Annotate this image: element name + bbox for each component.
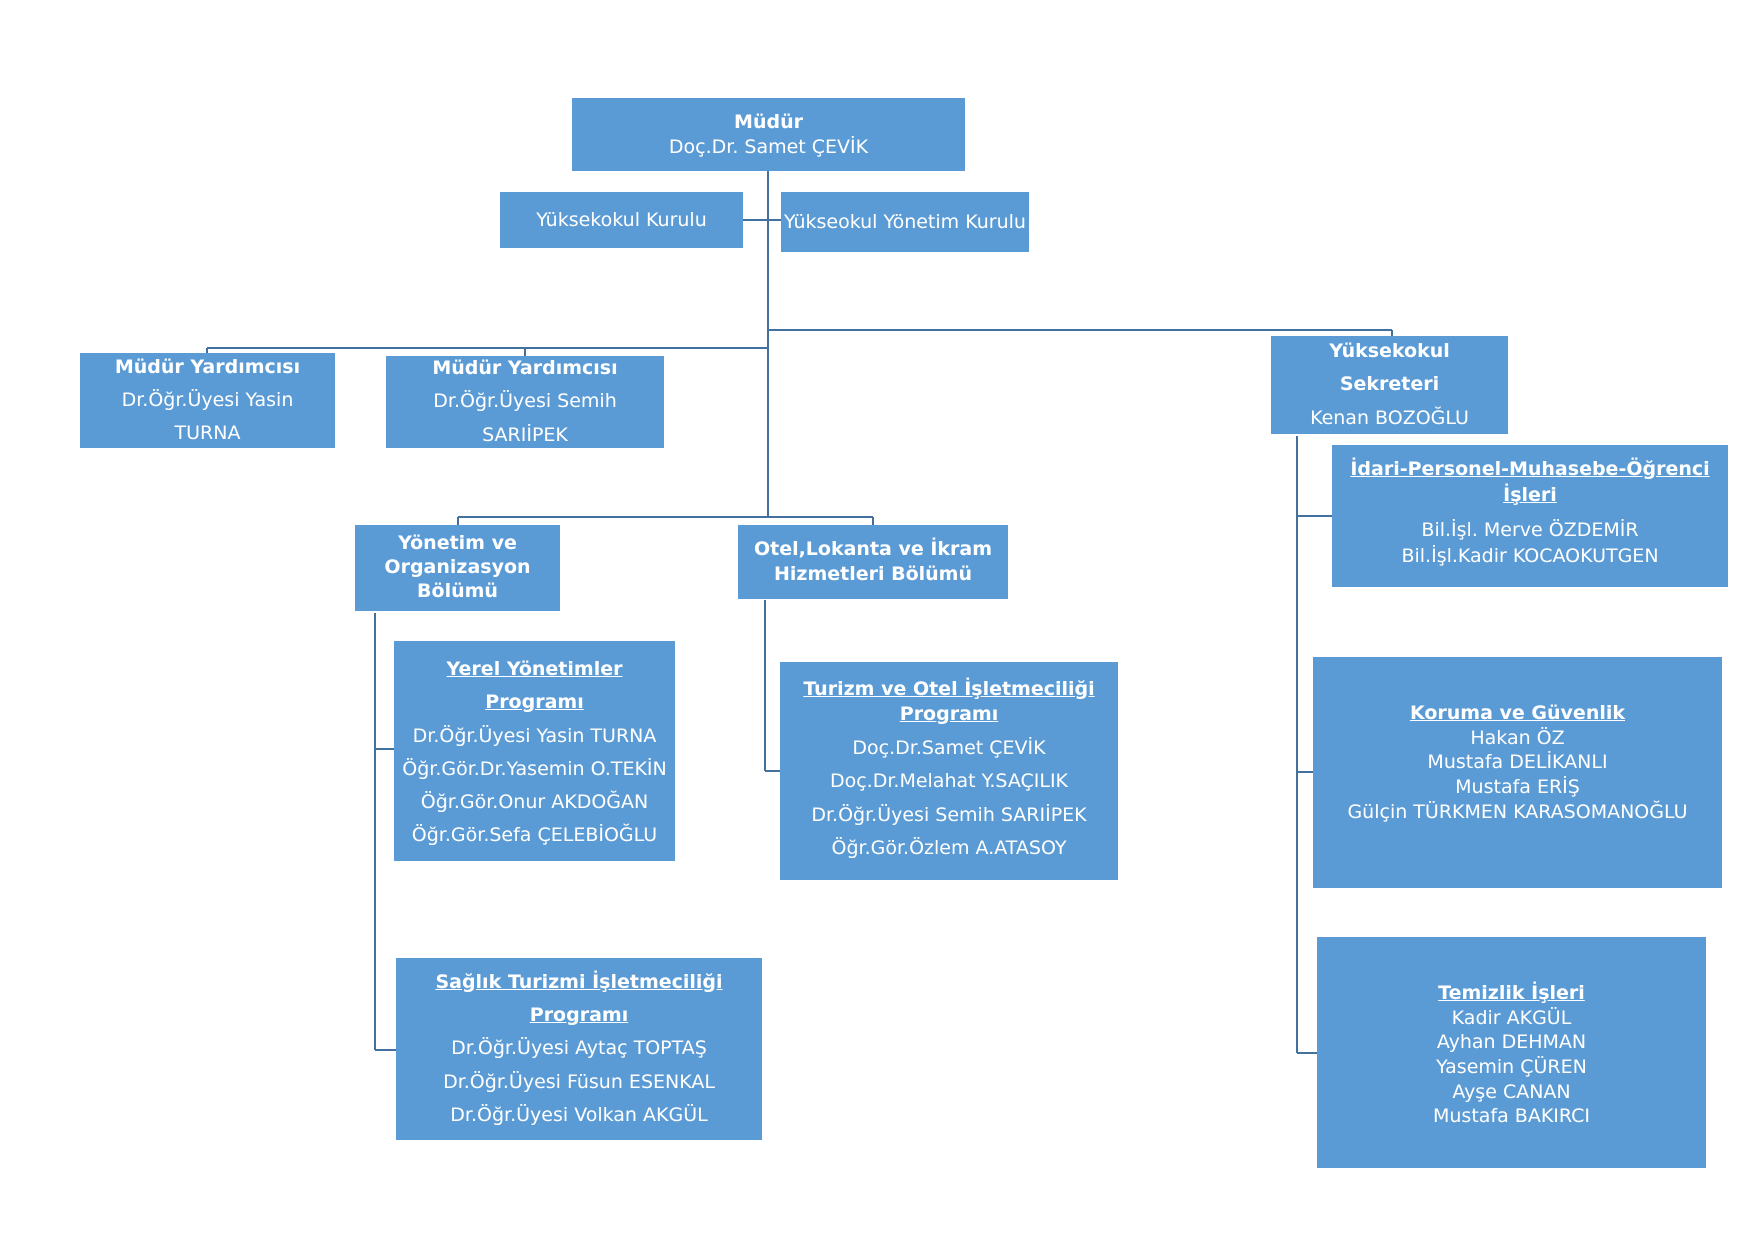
- program-yerel-member: Dr.Öğr.Üyesi Yasin TURNA: [412, 724, 657, 747]
- temizlik-title: Temizlik İşleri: [1438, 982, 1585, 1004]
- program-turizm-member: Dr.Öğr.Üyesi Semih SARIİPEK: [811, 803, 1087, 826]
- temizlik-member: Ayşe CANAN: [1452, 1080, 1571, 1103]
- temizlik-isleri-box: Temizlik İşleri Kadir AKGÜL Ayhan DEHMAN…: [1317, 937, 1706, 1168]
- mudur-yardimcisi-1-name: Dr.Öğr.Üyesi Yasin TURNA: [121, 388, 294, 445]
- idari-member: Bil.İşl.Kadir KOCAOKUTGEN: [1401, 544, 1659, 567]
- program-yerel-title: Yerel Yönetimler Programı: [446, 658, 623, 714]
- temizlik-member: Mustafa BAKIRCI: [1432, 1105, 1591, 1128]
- sekreter-box: Yüksekokul Sekreteri Kenan BOZOĞLU: [1271, 336, 1508, 434]
- program-yerel-yonetimler-box: Yerel Yönetimler Programı Dr.Öğr.Üyesi Y…: [394, 641, 675, 861]
- mudur-title: Müdür: [734, 110, 803, 133]
- mudur-yardimcisi-2-title: Müdür Yardımcısı: [432, 357, 618, 380]
- mudur-yardimcisi-2-box: Müdür Yardımcısı Dr.Öğr.Üyesi Semih SARI…: [386, 356, 664, 448]
- program-turizm-title-line1: Turizm ve Otel İşletmeciliği: [803, 677, 1095, 700]
- program-turizm-member: Doç.Dr.Melahat Y.SAÇILIK: [829, 770, 1069, 793]
- program-saglik-member: Dr.Öğr.Üyesi Volkan AKGÜL: [450, 1103, 708, 1126]
- program-yerel-member: Öğr.Gör.Onur AKDOĞAN: [420, 791, 649, 813]
- idari-title: İdari-Personel-Muhasebe-Öğrenci İşleri: [1350, 458, 1710, 506]
- koruma-title: Koruma ve Güvenlik: [1409, 702, 1626, 724]
- bolum-yonetim-organizasyon-box: Yönetim ve Organizasyon Bölümü: [355, 525, 560, 611]
- bolum-yo-line2: Organizasyon: [384, 556, 531, 579]
- program-turizm-title-line2: Programı: [899, 702, 999, 725]
- koruma-member: Mustafa ERİŞ: [1455, 776, 1580, 799]
- mudur-yardimcisi-1-title: Müdür Yardımcısı: [114, 355, 301, 378]
- bolum-otel-line2: Hizmetleri Bölümü: [773, 563, 973, 585]
- yuksekokul-kurulu-box: Yüksekokul Kurulu: [500, 192, 743, 248]
- koruma-member: Gülçin TÜRKMEN KARASOMANOĞLU: [1347, 800, 1688, 823]
- program-turizm-otel-box: Turizm ve Otel İşletmeciliği Programı Do…: [780, 662, 1118, 880]
- koruma-guvenlik-box: Koruma ve Güvenlik Hakan ÖZ Mustafa DELİ…: [1313, 657, 1722, 888]
- program-saglik-turizmi-box: Sağlık Turizmi İşletmeciliği Programı Dr…: [396, 958, 762, 1140]
- idari-personel-box: İdari-Personel-Muhasebe-Öğrenci İşleri B…: [1332, 445, 1728, 587]
- yonetim-kurulu-box: Yükseokul Yönetim Kurulu: [781, 192, 1029, 252]
- mudur-box: Müdür Doç.Dr. Samet ÇEVİK: [572, 98, 965, 171]
- temizlik-member: Yasemin ÇÜREN: [1436, 1056, 1587, 1079]
- sekreter-title: Yüksekokul Sekreteri: [1329, 340, 1450, 396]
- idari-member: Bil.İşl. Merve ÖZDEMİR: [1421, 519, 1639, 542]
- temizlik-member: Kadir AKGÜL: [1451, 1006, 1572, 1029]
- bolum-yo-line3: Bölümü: [417, 579, 498, 602]
- program-yerel-member: Öğr.Gör.Sefa ÇELEBİOĞLU: [411, 824, 658, 847]
- bolum-otel-line1: Otel,Lokanta ve İkram: [753, 538, 993, 561]
- program-saglik-member: Dr.Öğr.Üyesi Füsun ESENKAL: [443, 1070, 715, 1093]
- koruma-member: Hakan ÖZ: [1470, 726, 1565, 749]
- program-saglik-member: Dr.Öğr.Üyesi Aytaç TOPTAŞ: [451, 1037, 707, 1060]
- bolum-otel-lokanta-box: Otel,Lokanta ve İkram Hizmetleri Bölümü: [738, 525, 1008, 599]
- mudur-name: Doç.Dr. Samet ÇEVİK: [668, 135, 869, 158]
- temizlik-member: Ayhan DEHMAN: [1436, 1031, 1587, 1054]
- mudur-yardimcisi-1-box: Müdür Yardımcısı Dr.Öğr.Üyesi Yasin TURN…: [80, 353, 335, 448]
- sekreter-name: Kenan BOZOĞLU: [1310, 406, 1469, 429]
- yonetim-kurulu-label: Yükseokul Yönetim Kurulu: [784, 210, 1026, 233]
- program-turizm-member: Doç.Dr.Samet ÇEVİK: [852, 737, 1046, 760]
- mudur-yardimcisi-2-name: Dr.Öğr.Üyesi Semih SARIİPEK: [433, 390, 617, 446]
- yuksekokul-kurulu-label: Yüksekokul Kurulu: [536, 208, 707, 231]
- program-turizm-member: Öğr.Gör.Özlem A.ATASOY: [831, 836, 1067, 859]
- bolum-yo-line1: Yönetim ve: [398, 532, 517, 555]
- program-yerel-member: Öğr.Gör.Dr.Yasemin O.TEKİN: [402, 757, 667, 780]
- koruma-member: Mustafa DELİKANLI: [1427, 751, 1608, 774]
- program-saglik-title: Sağlık Turizmi İşletmeciliği Programı: [435, 970, 723, 1027]
